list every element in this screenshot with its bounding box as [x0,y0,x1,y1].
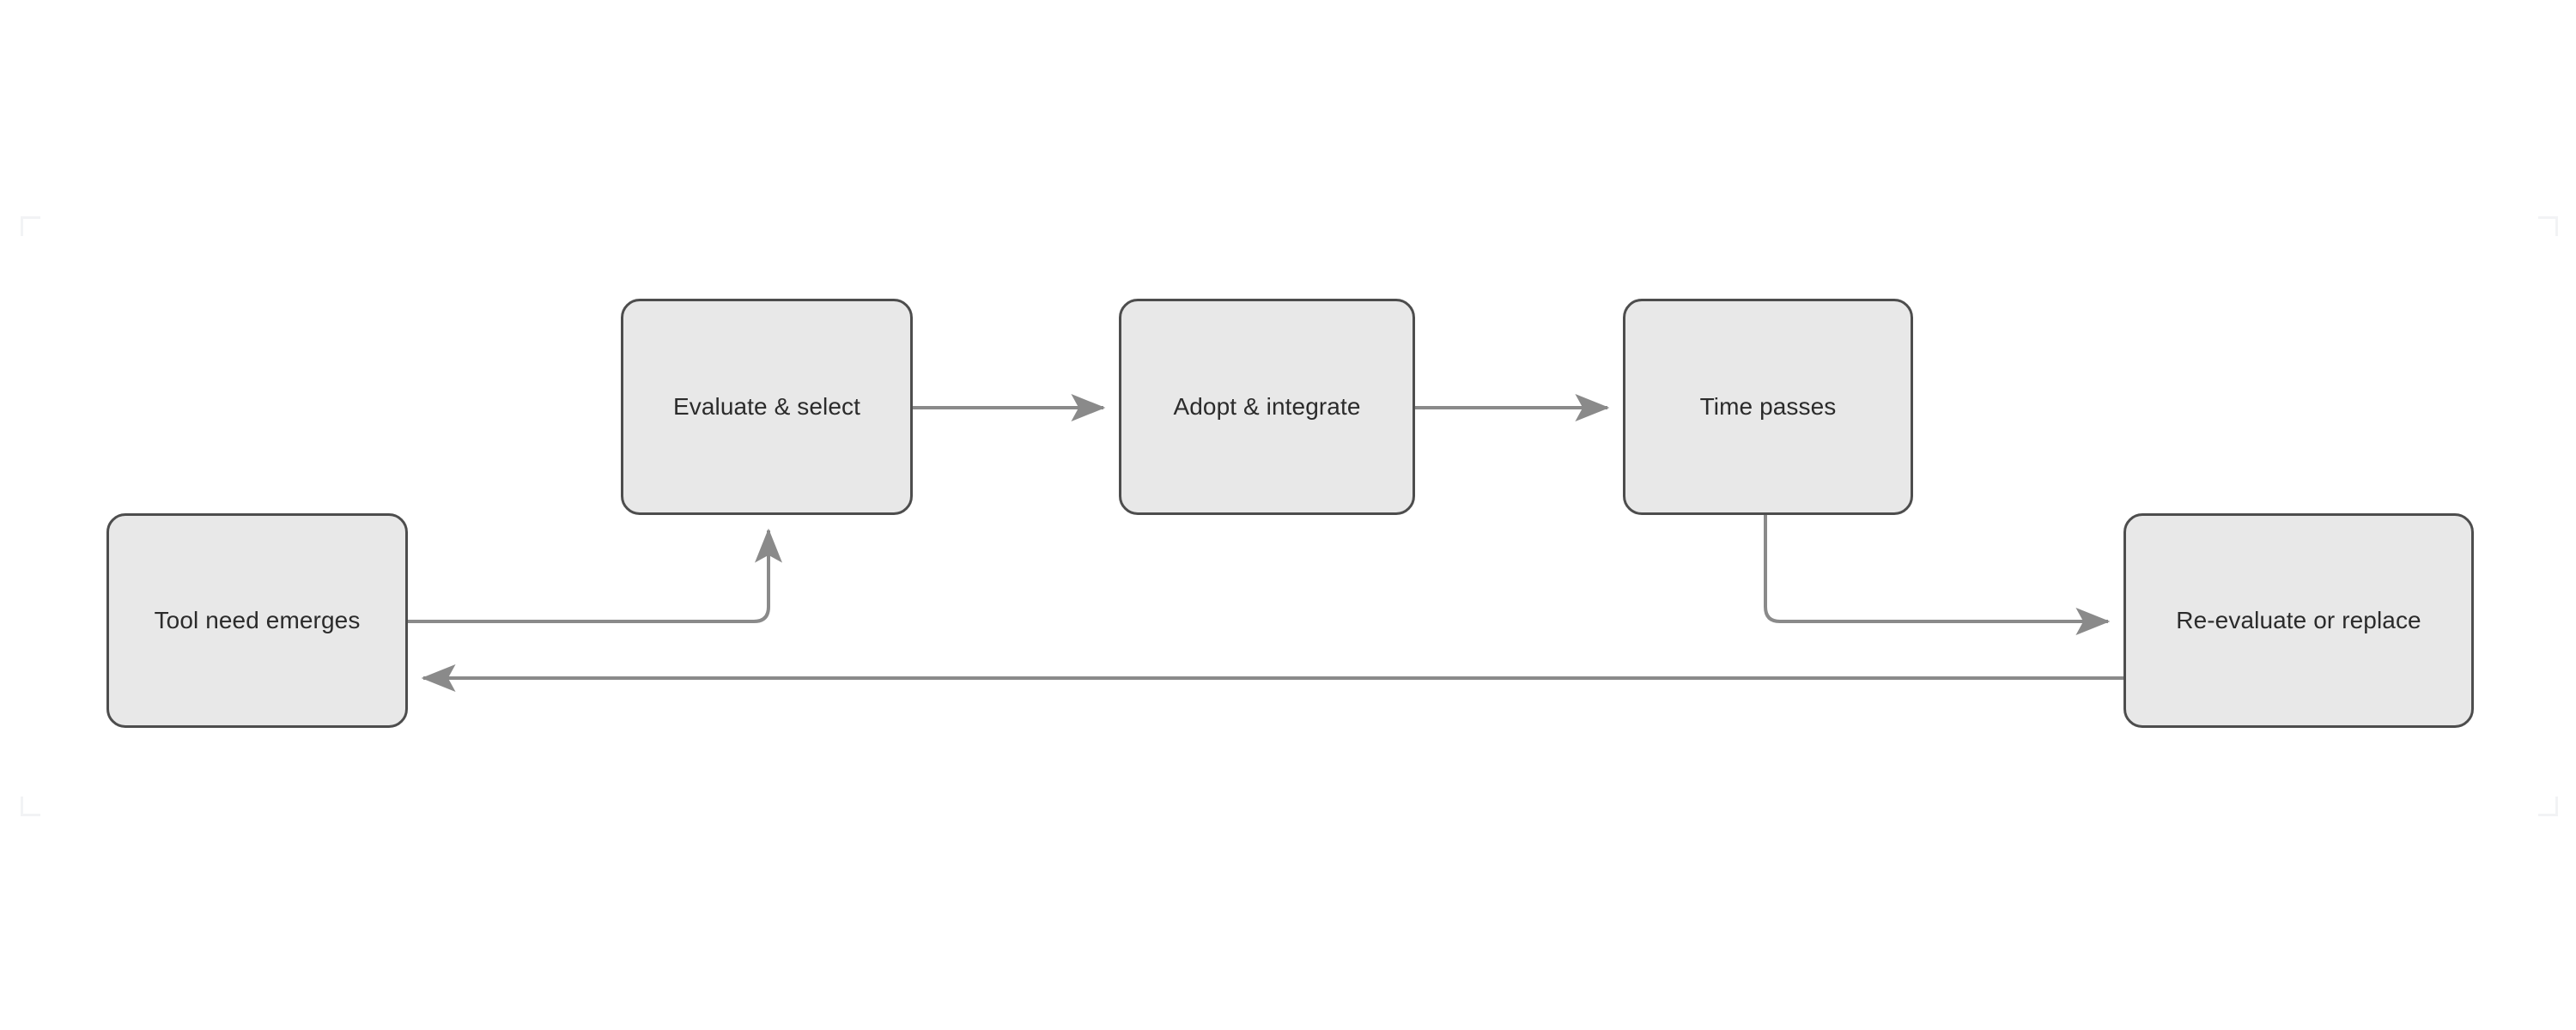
canvas-corner-mark-bottom-left [21,797,40,816]
node-reevaluate-replace[interactable]: Re-evaluate or replace [2123,513,2474,728]
node-label: Re-evaluate or replace [2176,607,2421,634]
node-adopt-integrate[interactable]: Adopt & integrate [1119,299,1415,515]
canvas-corner-mark-top-right [2538,216,2558,236]
node-tool-need-emerges[interactable]: Tool need emerges [106,513,408,728]
node-label: Tool need emerges [154,607,361,634]
edge-time-to-reevaluate [1764,515,2111,635]
canvas-corner-mark-top-left [21,216,40,236]
node-label: Evaluate & select [672,393,861,421]
canvas-corner-mark-bottom-right [2538,797,2558,816]
edge-need-to-evaluate [408,528,782,623]
node-label: Time passes [1699,393,1837,421]
node-time-passes[interactable]: Time passes [1623,299,1913,515]
node-evaluate-select[interactable]: Evaluate & select [621,299,913,515]
node-label: Adopt & integrate [1173,393,1361,421]
